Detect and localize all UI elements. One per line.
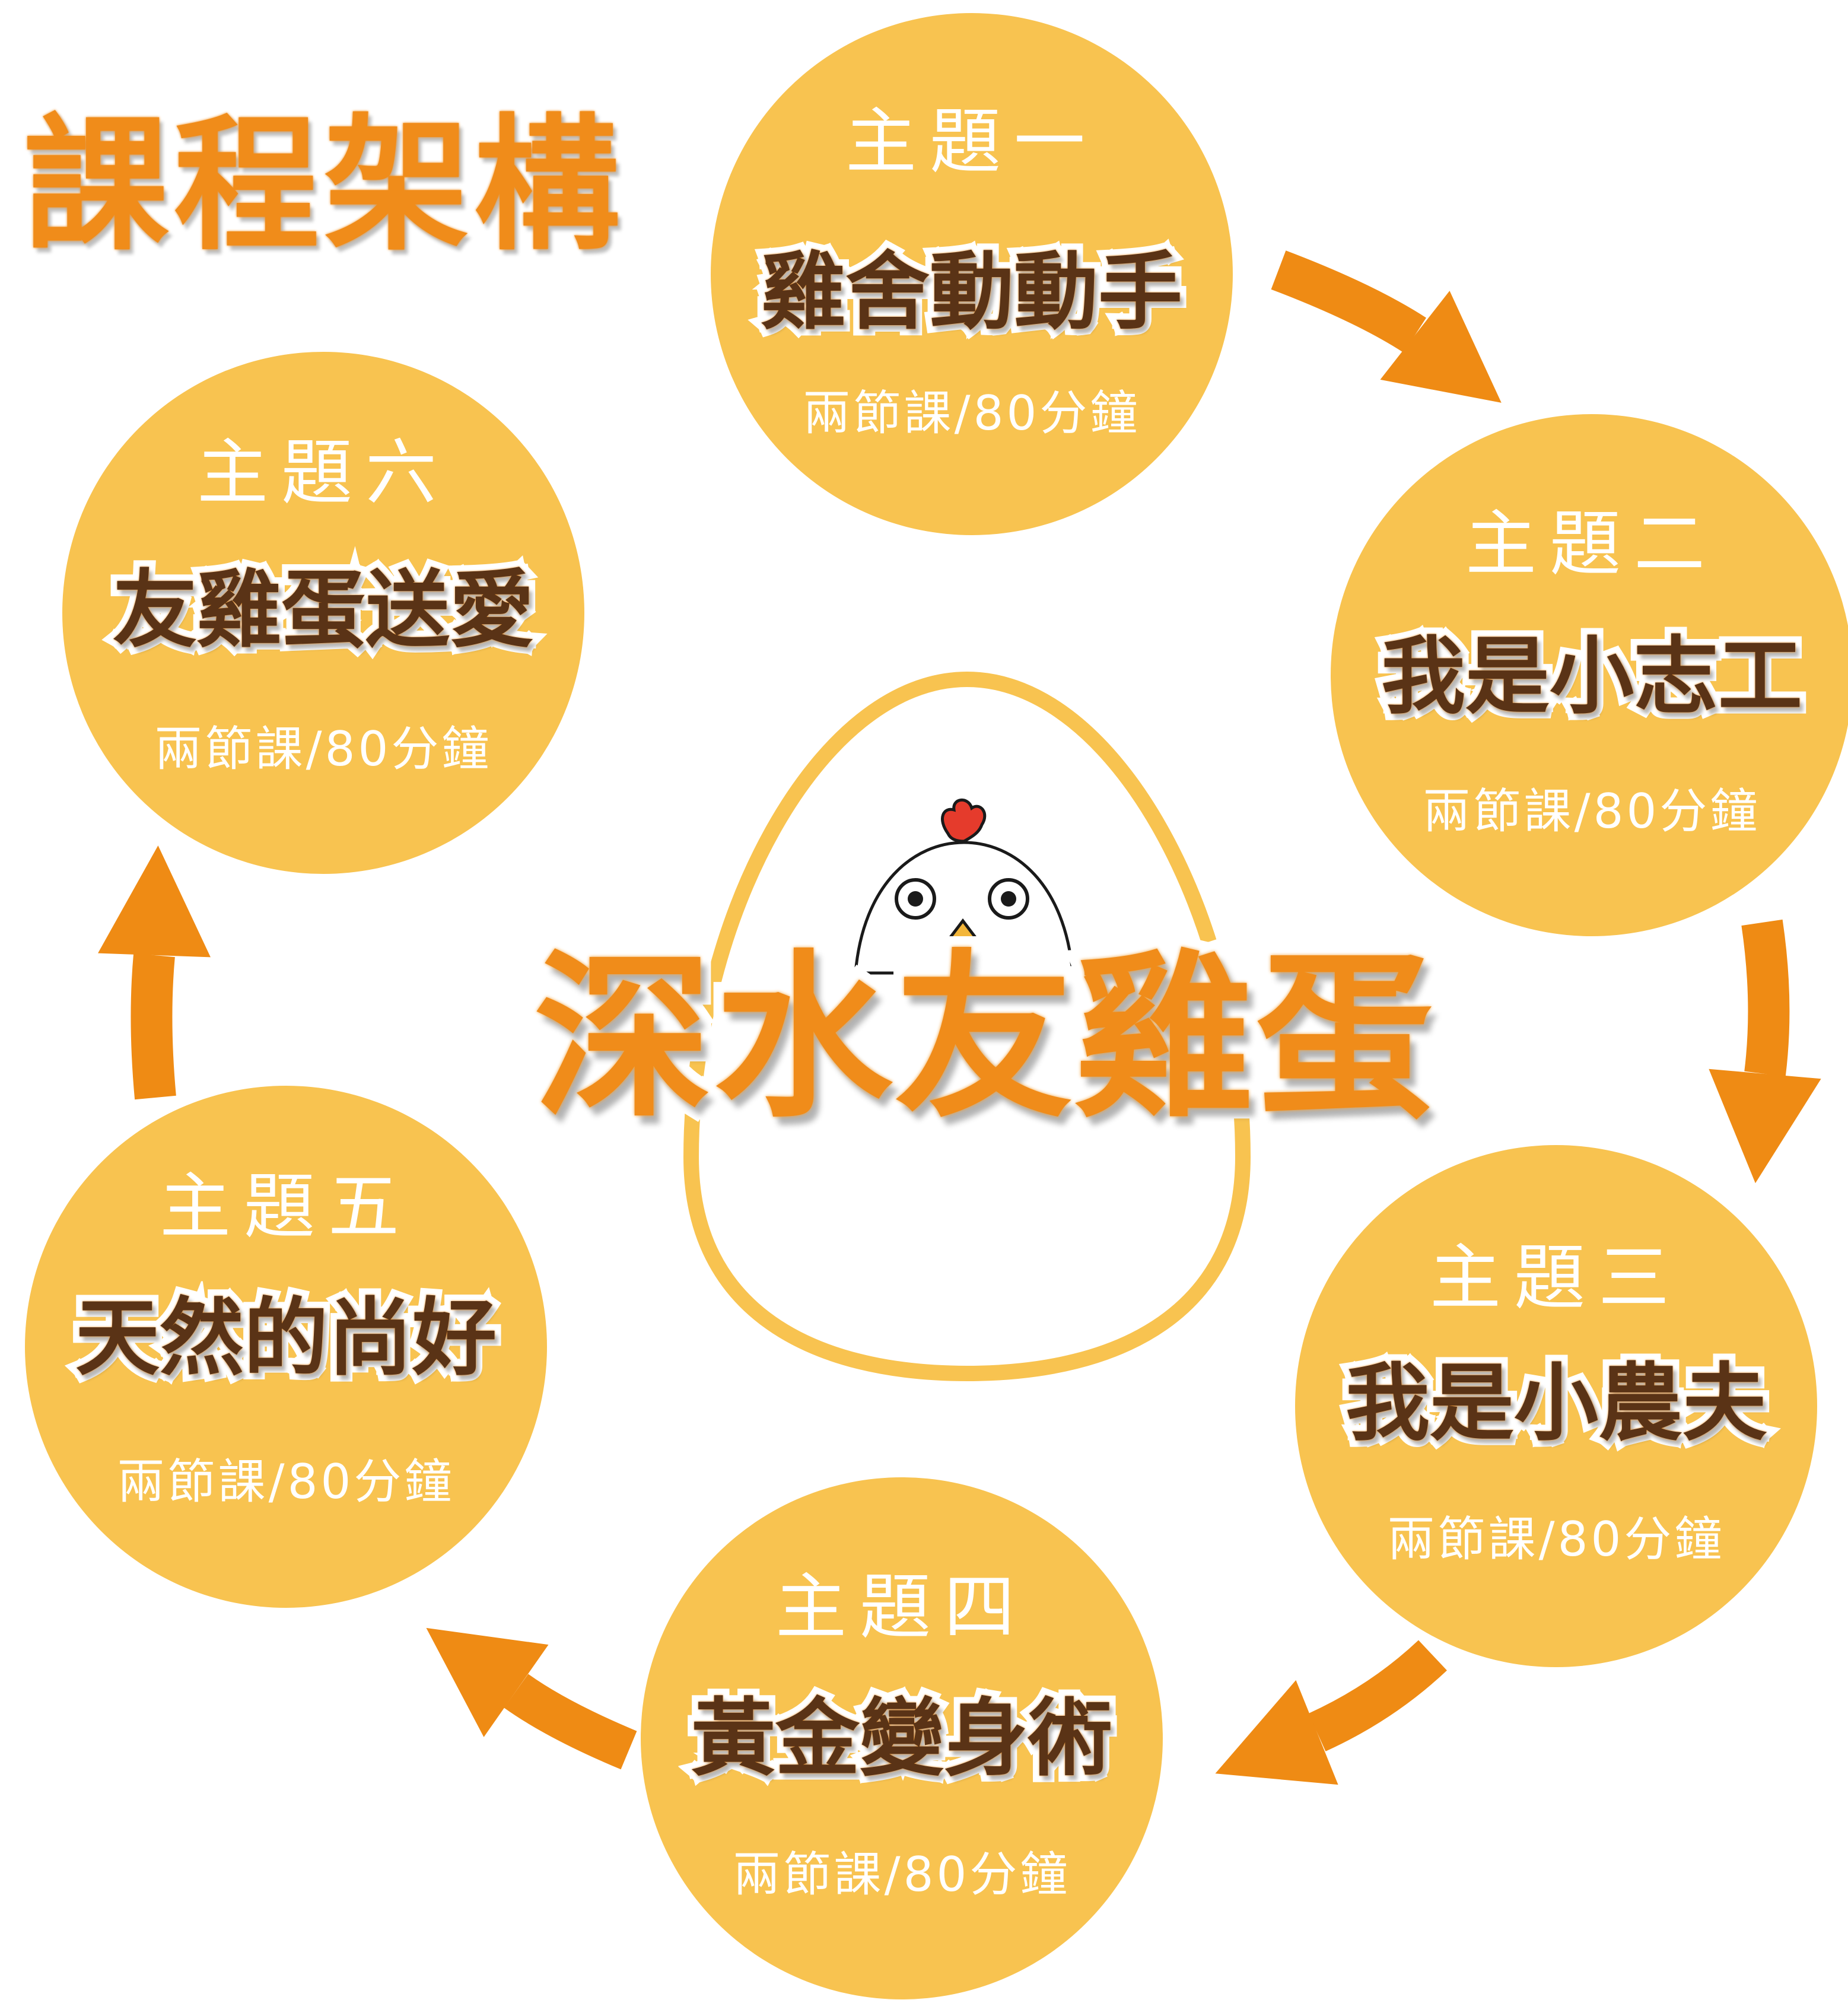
- center-title: 深水友雞蛋: [523, 934, 1444, 1142]
- arrow-topic1-to-topic2: [1271, 250, 1537, 447]
- topic-duration: 兩節課/80分鐘: [1423, 784, 1761, 839]
- topic-duration: 兩節課/80分鐘: [733, 1847, 1071, 1902]
- topic-duration: 兩節課/80分鐘: [1387, 1512, 1725, 1567]
- topic-name: 黃金變身術: [685, 1690, 1119, 1788]
- topic-duration: 兩節課/80分鐘: [154, 721, 492, 777]
- topic-label: 主題四: [775, 1566, 1028, 1649]
- page-title: 課程架構: [18, 101, 625, 270]
- topic-label: 主題二: [1465, 503, 1718, 586]
- arrow-topic2-to-topic3: [1699, 919, 1821, 1188]
- topic-label: 主題一: [845, 101, 1098, 183]
- topic-circle-4: 主題四 黃金變身術 兩節課/80分鐘: [641, 1477, 1163, 1999]
- topic-name: 友雞蛋送愛: [106, 561, 540, 659]
- topic-name: 我是小農夫: [1339, 1354, 1773, 1452]
- topic-name: 我是小志工: [1375, 628, 1809, 726]
- topic-name: 雞舍動動手: [755, 243, 1189, 341]
- topic-label: 主題五: [160, 1166, 412, 1248]
- topic-label: 主題六: [197, 432, 450, 514]
- topic-circle-5: 主題五 天然的尚好 兩節課/80分鐘: [25, 1086, 547, 1608]
- topic-circle-1: 主題一 雞舍動動手 兩節課/80分鐘: [711, 13, 1233, 535]
- topic-duration: 兩節課/80分鐘: [117, 1454, 455, 1509]
- topic-label: 主題三: [1430, 1237, 1682, 1319]
- chicken-icon: [854, 798, 1074, 975]
- topic-circle-2: 主題二 我是小志工 兩節課/80分鐘: [1331, 414, 1848, 936]
- topic-circle-3: 主題三 我是小農夫 兩節課/80分鐘: [1295, 1145, 1817, 1667]
- egg-outline: [683, 671, 1251, 1382]
- arrow-topic5-to-topic6: [98, 843, 215, 1100]
- topic-name: 天然的尚好: [69, 1289, 503, 1387]
- arrow-topic4-to-topic5: [393, 1582, 637, 1770]
- topic-duration: 兩節課/80分鐘: [803, 386, 1141, 441]
- topic-circle-6: 主題六 友雞蛋送愛 兩節課/80分鐘: [62, 352, 584, 874]
- arrow-topic3-to-topic4: [1194, 1640, 1447, 1826]
